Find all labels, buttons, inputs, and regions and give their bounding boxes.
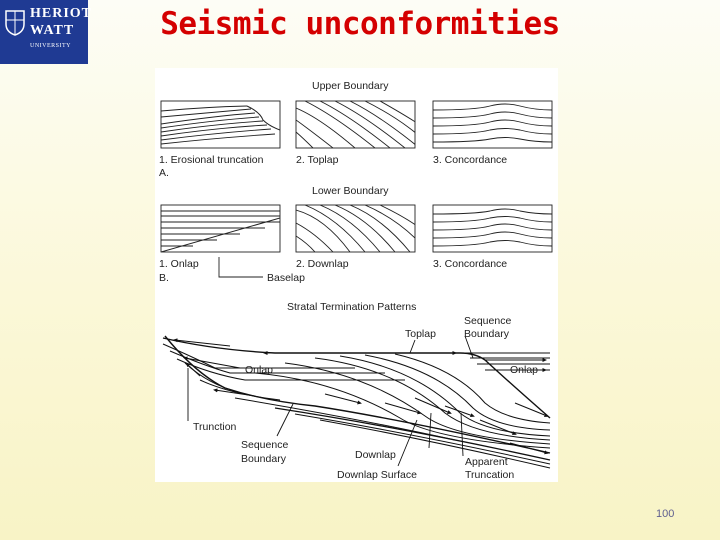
concordance-lower-label: 3. Concordance [433,258,507,270]
slide-title: Seismic unconformities [160,6,560,42]
section-b-label: B. [159,272,169,284]
apparent-truncation-line1: Apparent [465,456,508,468]
concordance-upper-box [432,100,553,149]
lower-boundary-header: Lower Boundary [312,185,389,197]
sequence-boundary-bottom-line2: Boundary [241,453,287,465]
unconformity-figure: Upper Boundary 1. Erosional truncation A… [155,68,558,482]
upper-boundary-header: Upper Boundary [312,80,389,92]
page-number: 100 [656,508,675,520]
erosional-truncation-box [160,100,281,149]
truncation-label: Trunction [193,421,237,433]
downlap-label: 2. Downlap [296,258,349,270]
baselap-label: Baselap [267,272,305,284]
downlap-surface-label: Downlap Surface [337,469,417,481]
erosional-truncation-label: 1. Erosional truncation [159,154,264,166]
concordance-lower-box [432,204,553,253]
onlap-right-label: Onlap [510,364,538,376]
crest-icon [5,10,25,36]
downlap-box [295,204,416,253]
toplap-label: 2. Toplap [296,154,339,166]
logo-line-heriot: HERIOT [30,6,93,21]
onlap-label: 1. Onlap [159,258,199,270]
stratal-patterns-title: Stratal Termination Patterns [287,301,416,313]
logo-line-watt: WATT [30,23,75,38]
downlap-diagram-label: Downlap [355,449,396,461]
toplap-box [295,100,416,149]
sequence-boundary-top-line1: Sequence [464,315,511,327]
concordance-upper-label: 3. Concordance [433,154,507,166]
heriot-watt-logo: HERIOT WATT UNIVERSITY [0,0,91,64]
onlap-left-label: Onlap [245,364,273,376]
onlap-box [160,204,281,253]
apparent-truncation-line2: Truncation [465,469,514,481]
sequence-boundary-top-line2: Boundary [464,328,510,340]
logo-line-university: UNIVERSITY [30,43,71,49]
termination-arrows [173,338,549,455]
section-a-label: A. [159,167,169,179]
toplap-diagram-label: Toplap [405,328,436,340]
leader-lines [187,335,474,467]
sequence-boundary-bottom-line1: Sequence [241,439,288,451]
